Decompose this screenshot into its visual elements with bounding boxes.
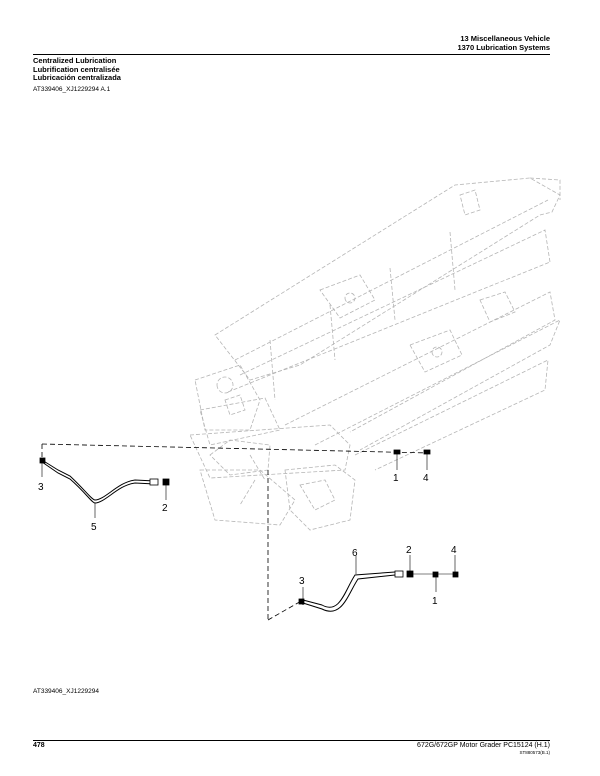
- callout-4-upper: 4: [423, 473, 429, 484]
- callout-1-bottom: 1: [432, 596, 438, 607]
- page-titles: Centralized Lubrication Lubrification ce…: [33, 56, 121, 83]
- hose-6: [302, 571, 396, 612]
- callout-6: 6: [352, 548, 358, 559]
- leader-lines: [41, 443, 431, 621]
- fittings: [39, 449, 459, 605]
- section-header: 13 Miscellaneous Vehicle 1370 Lubricatio…: [457, 34, 550, 52]
- title-es: Lubricación centralizada: [33, 73, 121, 82]
- figure-ref-bottom: AT339406_XJ1229294: [33, 688, 100, 695]
- group-title: 1370 Lubrication Systems: [457, 43, 550, 52]
- callout-2-left: 2: [162, 503, 168, 514]
- footer-doc: 672G/672GP Motor Grader PC15124 (H.1): [417, 742, 550, 749]
- page-number: 478: [33, 742, 45, 749]
- callout-3-left: 3: [38, 482, 44, 493]
- grader-frame-phantom: [189, 177, 561, 531]
- callout-2-right: 2: [406, 545, 412, 556]
- callout-3-bottom: 3: [299, 576, 305, 587]
- callout-5: 5: [91, 522, 97, 533]
- section-title: 13 Miscellaneous Vehicle: [460, 34, 550, 43]
- title-fr: Lubrification centralisée: [33, 64, 120, 74]
- footer-rule: [33, 740, 550, 741]
- header-rule: [33, 54, 550, 55]
- callout-leaders: [41, 454, 456, 599]
- figure-ref-top: AT339406_XJ1229294 A.1: [33, 86, 111, 93]
- callout-1-upper: 1: [393, 473, 399, 484]
- callout-4-right: 4: [451, 545, 457, 556]
- footer-info: 672G/672GP Motor Grader PC15124 (H.1) ST…: [417, 742, 550, 756]
- hose-5: [41, 459, 156, 504]
- footer-code: ST880573(B.1): [519, 750, 550, 755]
- title-en: Centralized Lubrication: [33, 56, 117, 65]
